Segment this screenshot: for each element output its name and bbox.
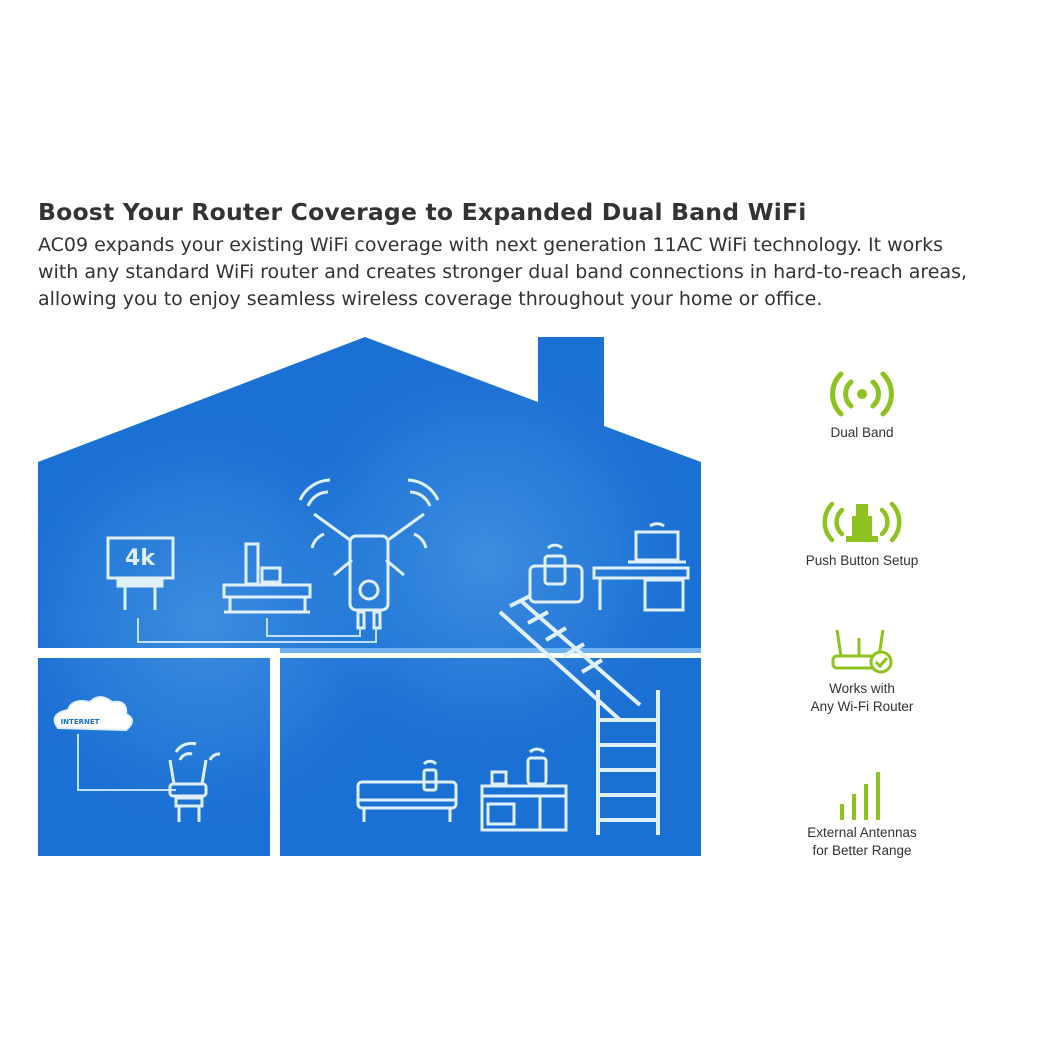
router-check-icon: [831, 629, 893, 674]
page-title: Boost Your Router Coverage to Expanded D…: [38, 198, 807, 226]
laptop-desk: [592, 522, 690, 612]
feature-dual-band: Dual Band: [772, 368, 952, 442]
feature-works-with-router: Works with Any Wi-Fi Router: [772, 626, 952, 716]
push-button-icon: [822, 501, 902, 543]
tv-4k-label: 4k: [125, 546, 156, 571]
feature-label-line: Any Wi-Fi Router: [810, 699, 914, 714]
signal-bars-icon: [840, 772, 880, 820]
description-line-3: allowing you to enjoy seamless wireless …: [38, 288, 823, 310]
cable-line: [266, 618, 361, 637]
game-console: [222, 542, 312, 614]
feature-label-line: External Antennas: [807, 825, 917, 840]
feature-push-button: Push Button Setup: [772, 498, 952, 570]
internet-cloud: [53, 696, 176, 791]
description-line-1: AC09 expands your existing WiFi coverage…: [38, 234, 944, 256]
feature-label-line: Dual Band: [830, 425, 894, 440]
internet-label: INTERNET: [61, 718, 100, 726]
page-description: AC09 expands your existing WiFi coverage…: [38, 232, 1028, 313]
dual-band-icon: [830, 371, 894, 417]
cable-line: [137, 618, 377, 643]
feature-label: External Antennas for Better Range: [772, 824, 952, 860]
description-line-2: with any standard WiFi router and create…: [38, 261, 968, 283]
kitchen: [480, 747, 568, 832]
main-router: [168, 741, 221, 822]
staircase: [498, 594, 660, 835]
feature-label: Works with Any Wi-Fi Router: [772, 680, 952, 716]
feature-external-antennas: External Antennas for Better Range: [772, 768, 952, 860]
feature-label-line: for Better Range: [812, 843, 912, 858]
feature-label: Dual Band: [772, 424, 952, 442]
extender-device: [298, 478, 440, 630]
feature-label-line: Works with: [829, 681, 895, 696]
sofa: [356, 759, 458, 822]
feature-label-line: Push Button Setup: [805, 553, 919, 568]
feature-label: Push Button Setup: [772, 552, 952, 570]
tv-device: [106, 536, 175, 610]
armchair: [528, 543, 584, 604]
